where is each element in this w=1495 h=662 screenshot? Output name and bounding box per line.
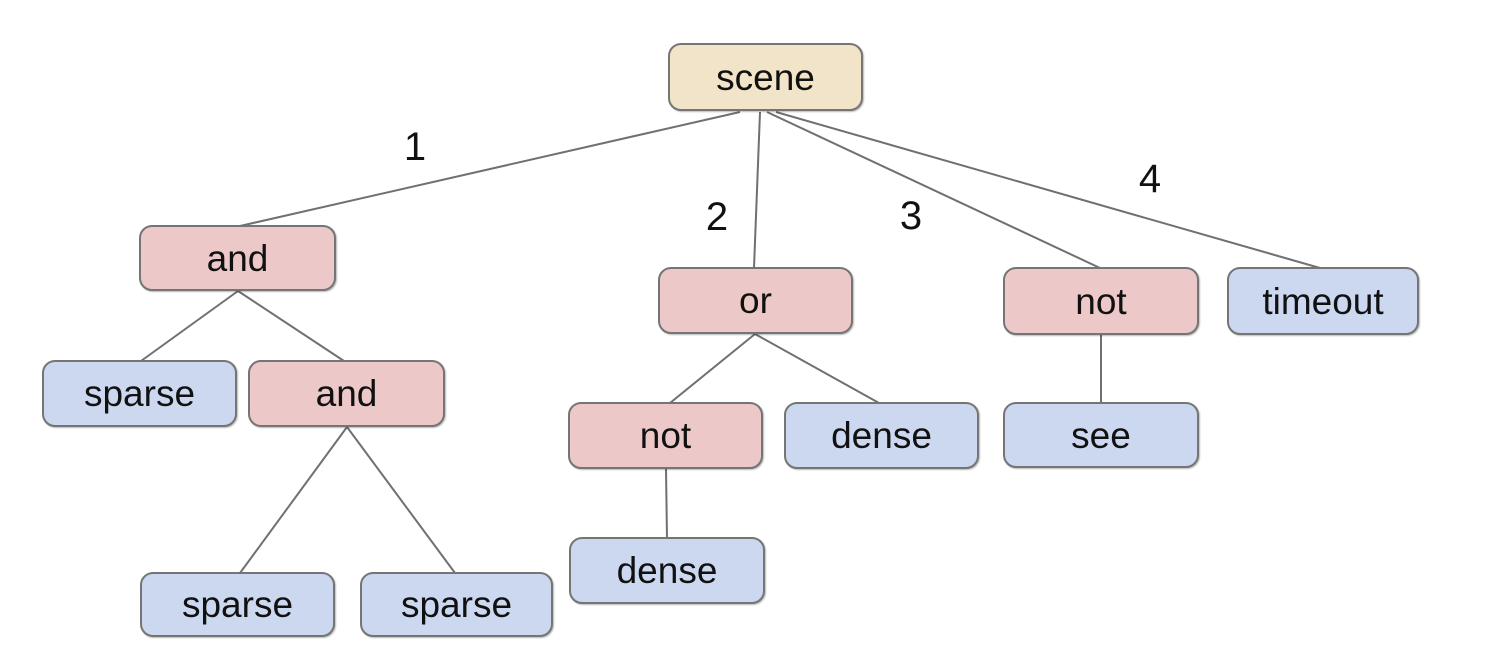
edge-and-1-and-2 — [237, 290, 345, 362]
node-timeout: timeout — [1227, 267, 1419, 335]
edge-scene-not-1 — [766, 111, 1101, 269]
node-and-2: and — [248, 360, 445, 427]
edge-label-3: 3 — [899, 194, 923, 238]
node-not-2: not — [568, 402, 763, 469]
node-dense-1: dense — [784, 402, 979, 469]
edge-and-2-sparse-2 — [239, 426, 348, 574]
edge-and-1-sparse-1 — [140, 290, 239, 362]
node-not-1: not — [1003, 267, 1199, 335]
edge-scene-or-1 — [753, 111, 761, 269]
edge-and-2-sparse-3 — [346, 426, 456, 574]
edge-or-1-dense-1 — [754, 333, 880, 404]
edge-or-1-not-2 — [669, 333, 756, 404]
node-scene: scene — [668, 43, 863, 111]
node-sparse-1: sparse — [42, 360, 237, 427]
edge-label-1: 1 — [403, 125, 427, 169]
edge-scene-timeout — [775, 111, 1321, 269]
node-and-1: and — [139, 225, 336, 291]
node-see: see — [1003, 402, 1199, 468]
edge-label-2: 2 — [705, 195, 729, 239]
edge-label-4: 4 — [1138, 157, 1162, 201]
node-sparse-3: sparse — [360, 572, 553, 637]
node-sparse-2: sparse — [140, 572, 335, 637]
node-or-1: or — [658, 267, 853, 334]
node-dense-2: dense — [569, 537, 765, 604]
edge-scene-and-1 — [239, 111, 741, 227]
edge-not-2-dense-2 — [665, 468, 668, 539]
